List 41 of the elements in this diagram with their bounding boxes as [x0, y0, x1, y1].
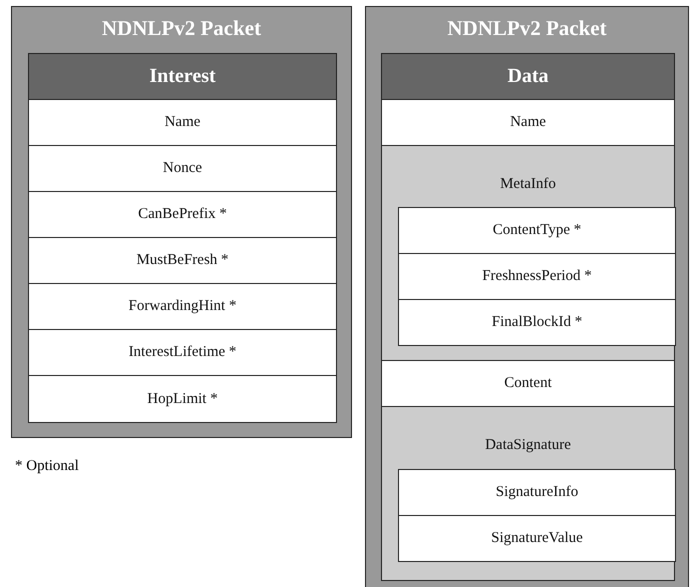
packet-container [11, 6, 352, 438]
field-box [398, 207, 676, 254]
field-box [28, 283, 337, 330]
field-label: SignatureValue [491, 530, 583, 547]
field-label: Content [504, 375, 552, 392]
group-box [381, 145, 675, 361]
field-label: FreshnessPeriod * [482, 268, 592, 285]
footnote: * Optional [15, 458, 79, 475]
field-label: Name [164, 114, 200, 131]
field-box [28, 99, 337, 146]
field-label: ContentType * [492, 222, 582, 239]
field-label: MustBeFresh * [136, 252, 229, 269]
group-box [381, 406, 675, 581]
heading: NDNLPv2 Packet [102, 16, 262, 41]
field-box [381, 360, 675, 407]
heading: Interest [149, 65, 216, 88]
field-label: Nonce [162, 160, 202, 177]
field-box [28, 191, 337, 238]
field-label: FinalBlockId * [492, 314, 582, 331]
field-box [28, 329, 337, 376]
field-label: CanBePrefix * [138, 206, 227, 223]
field-label: HopLimit * [147, 390, 218, 408]
field-box [381, 99, 675, 146]
heading: Data [507, 65, 549, 88]
packet-container [365, 6, 689, 587]
header-box [381, 53, 675, 100]
field-box [28, 237, 337, 284]
field-box [398, 515, 676, 562]
field-label: InterestLifetime * [128, 344, 236, 361]
heading: MetaInfo [500, 176, 556, 193]
field-label: SignatureInfo [496, 484, 578, 501]
header-box [28, 53, 337, 100]
field-label: ForwardingHint * [128, 298, 236, 315]
field-box [398, 469, 676, 516]
field-box [398, 299, 676, 346]
field-label: Name [510, 114, 546, 131]
heading: DataSignature [485, 437, 571, 454]
heading: NDNLPv2 Packet [447, 16, 607, 41]
field-box [28, 375, 337, 423]
field-box [398, 253, 676, 300]
field-box [28, 145, 337, 192]
